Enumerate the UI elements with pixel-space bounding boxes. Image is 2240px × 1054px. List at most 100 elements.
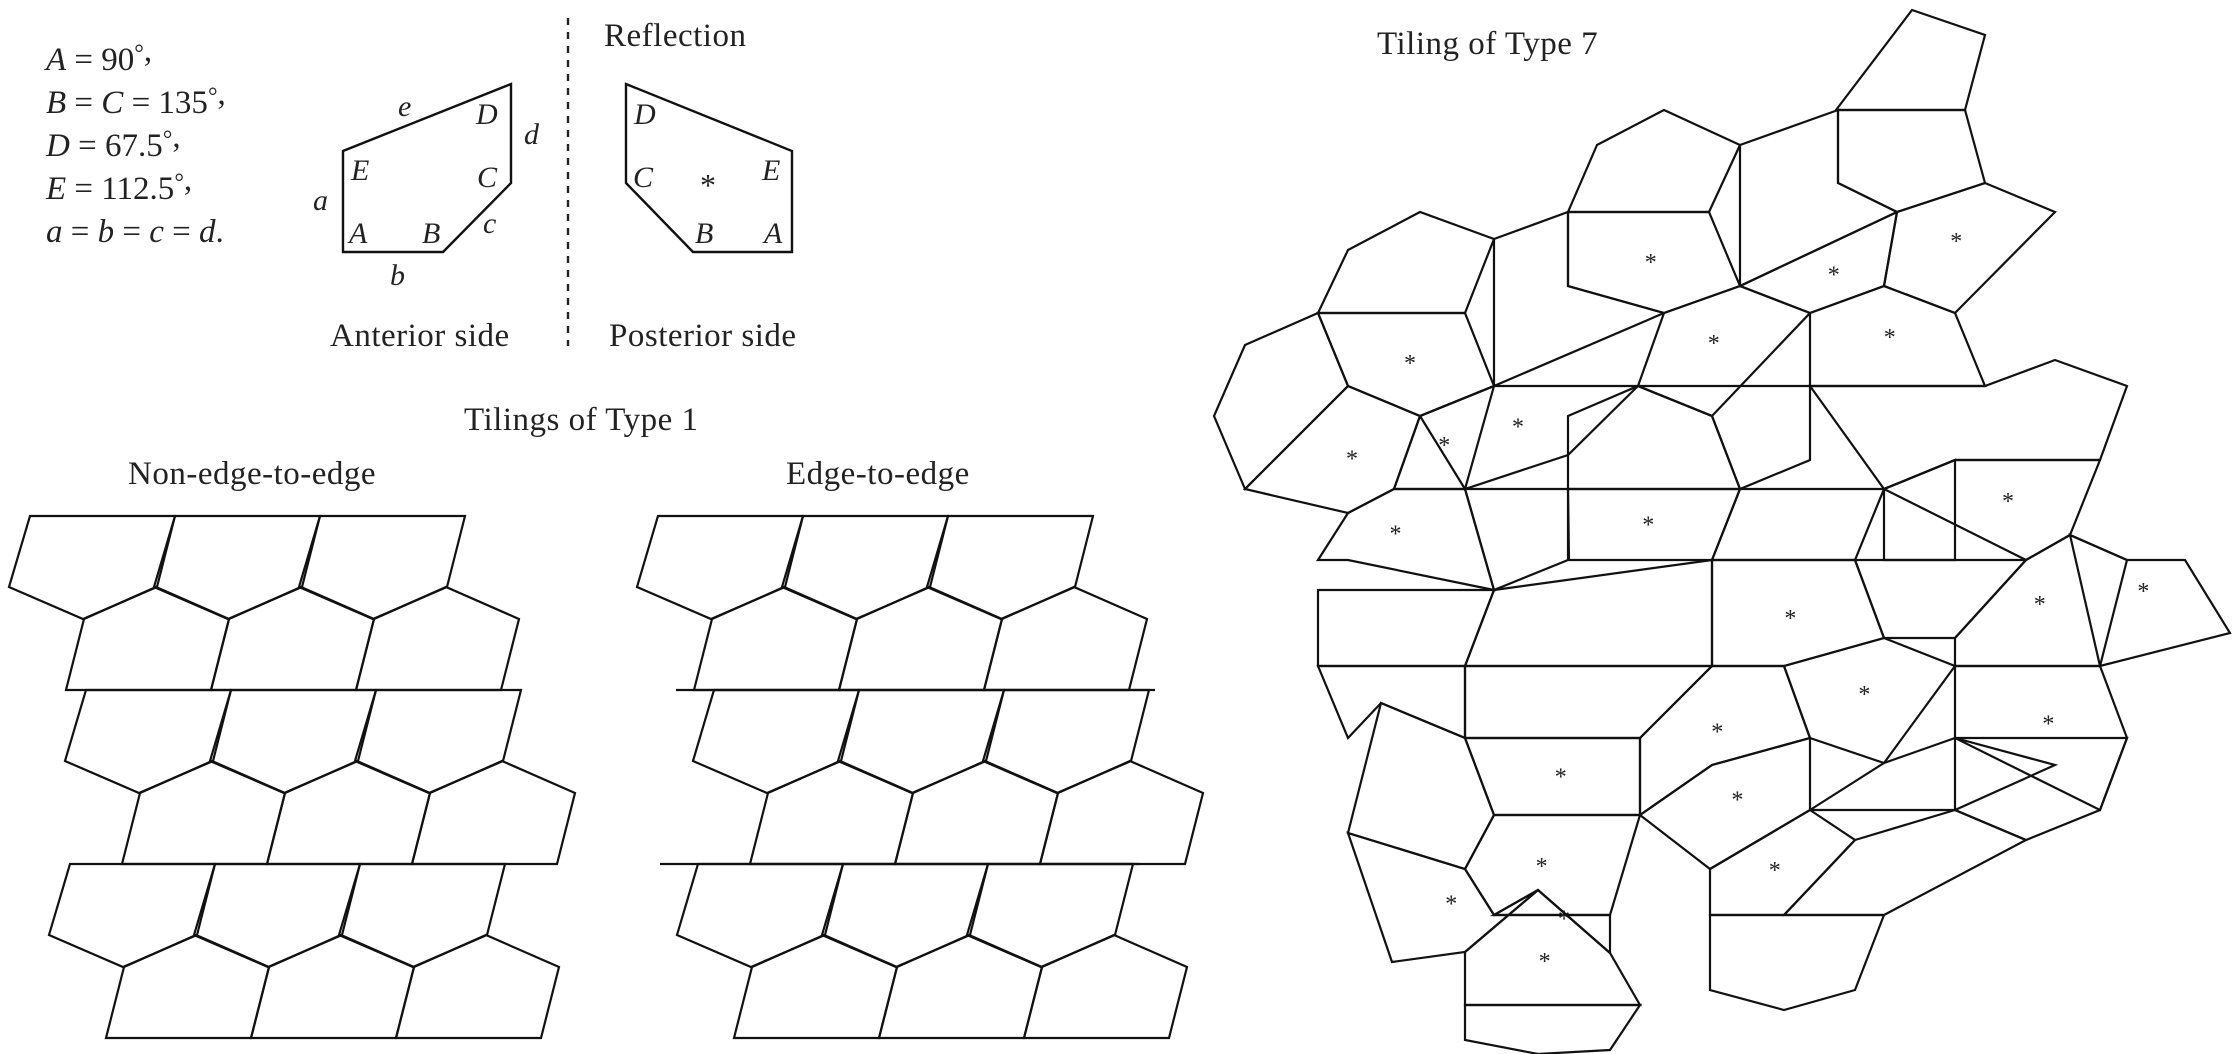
type7-reflected-mark: * (1445, 892, 1457, 918)
posterior-mark: * (700, 167, 716, 203)
type1-upper-tile (981, 688, 1151, 795)
type1-upper-tile (925, 514, 1095, 621)
type7-tile (1463, 558, 1714, 668)
non-edge-to-edge-caption: Non-edge-to-edge (128, 456, 376, 492)
type7-tile (1566, 384, 1742, 491)
type7-reflected-mark: * (2002, 489, 2014, 515)
anterior-vertex-b: B (422, 217, 440, 250)
type1-upper-tile (297, 514, 467, 621)
type7-tile (1836, 108, 1987, 214)
type7-tile (1636, 284, 1812, 418)
type7-reflected-mark: * (1539, 949, 1551, 975)
type1-lower-tile (104, 933, 271, 1040)
formula-line-angle-b-c: B = C = 135°, (46, 76, 226, 121)
type7-reflected-mark: * (1512, 414, 1524, 440)
anterior-edge-a: a (313, 184, 328, 217)
type7-tile (1782, 636, 1957, 765)
type1-upper-tile (965, 862, 1135, 969)
type7-reflected-mark: * (1708, 331, 1720, 357)
type7-tile (1882, 458, 1957, 562)
type1-lower-tile (64, 585, 231, 692)
type1-lower-tile (982, 585, 1149, 692)
type1-lower-tile (692, 585, 859, 692)
type7-tile (1806, 736, 2059, 812)
posterior-pentagon-diagram: Reflection A B C D E * Posterior side (604, 18, 797, 354)
type7-reflected-mark: * (1558, 906, 1570, 932)
type7-tile (1316, 588, 1496, 668)
posterior-vertex-d: D (633, 98, 656, 131)
type1-upper-tile (47, 862, 217, 969)
type7-reflected-mark: * (1536, 854, 1548, 880)
anterior-vertex-d: D (475, 98, 498, 131)
anterior-caption: Anterior side (330, 318, 510, 354)
type1-upper-tile (208, 688, 378, 795)
type1-upper-tile (691, 688, 861, 795)
type7-tile (1463, 813, 1642, 917)
type7-reflected-mark: * (1950, 229, 1962, 255)
type7-tile (1807, 358, 2129, 491)
type7-title: Tiling of Type 7 (1377, 26, 1598, 62)
type1-lower-tile (748, 759, 915, 866)
anterior-edge-c: c (483, 207, 496, 240)
type7-reflected-mark: * (2137, 579, 2149, 605)
type1-upper-tile (675, 862, 845, 969)
anterior-pentagon (341, 82, 513, 254)
type7-reflected-mark: * (1731, 787, 1743, 813)
type7-tile (1492, 210, 1668, 388)
anterior-vertex-c: C (477, 161, 498, 194)
type1-lower-tile (837, 585, 1004, 692)
type1-upper-tile (836, 688, 1006, 795)
type1-lower-tile (1038, 759, 1205, 866)
anterior-edge-d: d (524, 118, 540, 151)
type7-tile (1638, 664, 1812, 818)
edge-to-edge-caption: Edge-to-edge (786, 456, 970, 492)
type1-upper-tile (337, 862, 507, 969)
posterior-pentagon (624, 82, 794, 254)
type7-tile (1853, 558, 2029, 640)
type7-reflected-mark: * (1828, 262, 1840, 288)
type1-lower-tile (265, 759, 432, 866)
type7-reflected-mark: * (1884, 325, 1896, 351)
type7-tile (1953, 736, 2129, 842)
type1-title: Tilings of Type 1 (464, 402, 699, 438)
type1-upper-tile (152, 514, 322, 621)
type7-tile (1710, 558, 1886, 668)
type1-upper-tile (780, 514, 950, 621)
type1-upper-tile (192, 862, 362, 969)
type1-lower-tile (249, 933, 416, 1040)
type7-tile (1315, 487, 1496, 592)
type7-reflected-mark: * (1858, 682, 1870, 708)
type7-tile (1463, 1003, 1643, 1054)
type7-reflected-mark: * (1555, 765, 1567, 791)
type7-tile (1781, 808, 2029, 917)
formula-line-angle-d: D = 67.5°, (45, 119, 181, 164)
type1-upper-tile (635, 514, 805, 621)
anterior-vertex-a: A (347, 217, 368, 250)
posterior-vertex-a: A (762, 217, 783, 250)
type7-reflected-mark: * (1404, 351, 1416, 377)
type7-tile (1346, 831, 1539, 964)
type7-tile (1463, 888, 1642, 1007)
type7-reflected-mark: * (2042, 712, 2054, 738)
type7-tile (1316, 664, 1467, 740)
posterior-caption: Posterior side (609, 318, 797, 354)
anterior-pentagon-diagram: A B C D E a b c d e Anterior side (313, 82, 540, 354)
type7-reflected-mark: * (1438, 433, 1450, 459)
anterior-edge-e: e (398, 90, 411, 123)
type7-tile (2068, 533, 2232, 668)
type7-tile (1489, 888, 1612, 956)
type7-reflected-mark: * (1642, 513, 1654, 539)
non-edge-to-edge-tiling (7, 514, 577, 1040)
type1-lower-tile (877, 933, 1044, 1040)
anterior-edge-b: b (390, 259, 405, 292)
type7-tile (1638, 736, 1812, 871)
type7-tile (1242, 384, 1422, 515)
posterior-vertex-c: C (633, 161, 654, 194)
type7-reflected-mark: * (1769, 858, 1781, 884)
type7-reflected-mark: * (2034, 592, 2046, 618)
type1-lower-tile (209, 585, 376, 692)
formula-line-angle-a: A = 90°, (44, 33, 152, 78)
type7-tile (1346, 701, 1496, 871)
type7-tile (1316, 210, 1496, 315)
